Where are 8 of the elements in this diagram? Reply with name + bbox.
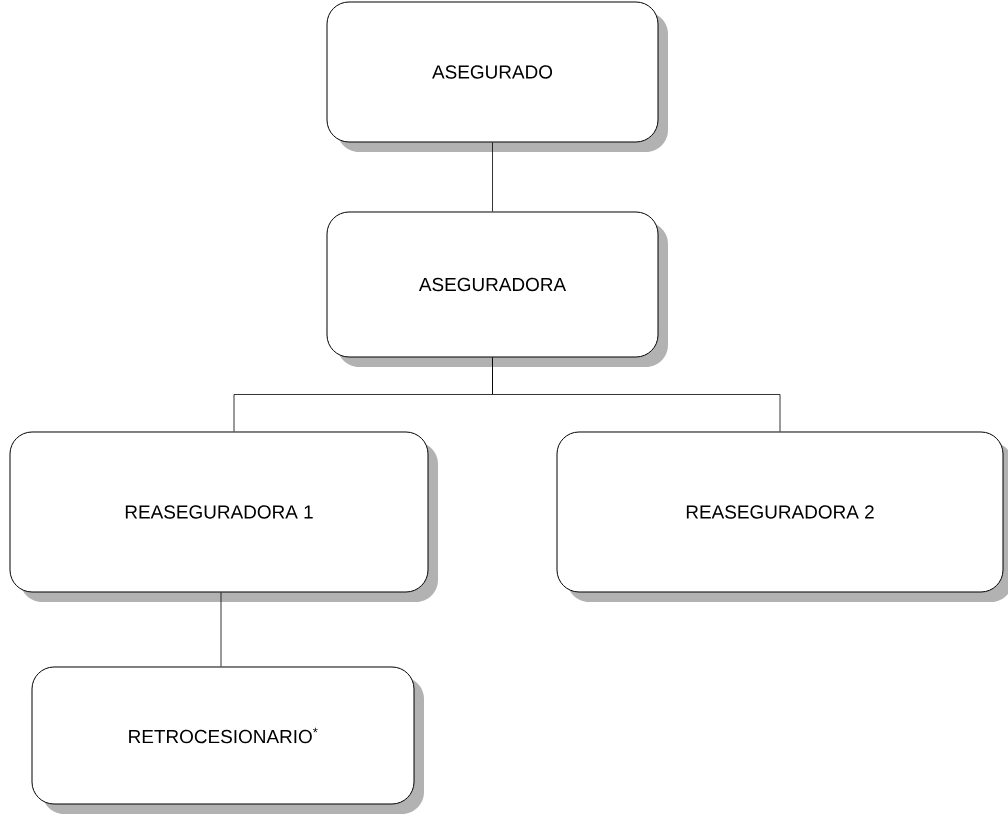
process-box: REASEGURADORA 2 [556, 431, 1008, 602]
connector-line [220, 592, 222, 667]
process-box: ASEGURADO [326, 1, 668, 152]
connector-line [492, 357, 781, 432]
process-box: RETROCESIONARIO$^{*}$ [31, 666, 424, 814]
process-box: ASEGURADORA [326, 211, 668, 367]
process-box: REASEGURADORA 1 [9, 431, 438, 602]
connector-line [492, 142, 493, 212]
